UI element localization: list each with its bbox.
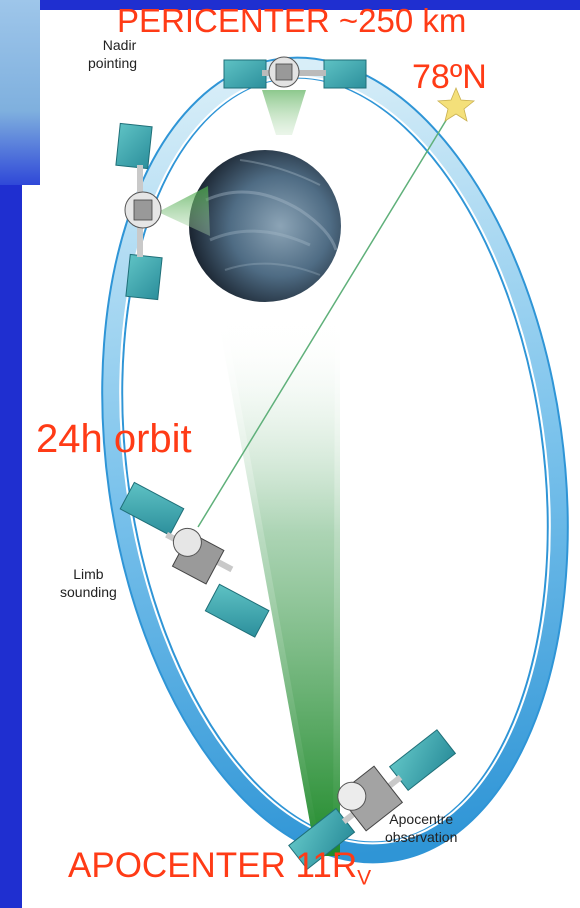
limb-sounding-label: Limb sounding [60,565,117,601]
orbit-period-label: 24h orbit [36,417,192,461]
apocentre-obs-line2: observation [385,829,458,845]
apocentre-obs-line1: Apocentre [389,811,454,827]
slide-frame-left [0,0,22,908]
slide-corner-background [0,0,40,185]
apocenter-label-text: APOCENTER 11R [68,846,358,885]
nadir-line1: Nadir [102,37,137,53]
apocenter-label: APOCENTER 11RV [68,846,371,890]
limb-satellite [119,481,270,638]
nadir-pointing-label: Nadir pointing [88,36,137,72]
apocenter-subscript: V [357,866,372,890]
latitude-label: 78ºN [412,58,487,96]
nadir-line2: pointing [88,55,138,71]
slide-frame-top [0,0,580,10]
apocentre-satellite [288,729,457,870]
apocentre-observation-label: Apocentre observation [385,810,457,846]
left-satellite [115,122,210,301]
nadir-satellite [223,56,367,135]
venus-planet [189,150,341,302]
pericenter-label: PERICENTER ~250 km [117,2,467,39]
line-of-sight [197,103,457,528]
star-icon [436,86,476,122]
limb-line1: Limb [73,566,104,582]
limb-line2: sounding [60,584,117,600]
